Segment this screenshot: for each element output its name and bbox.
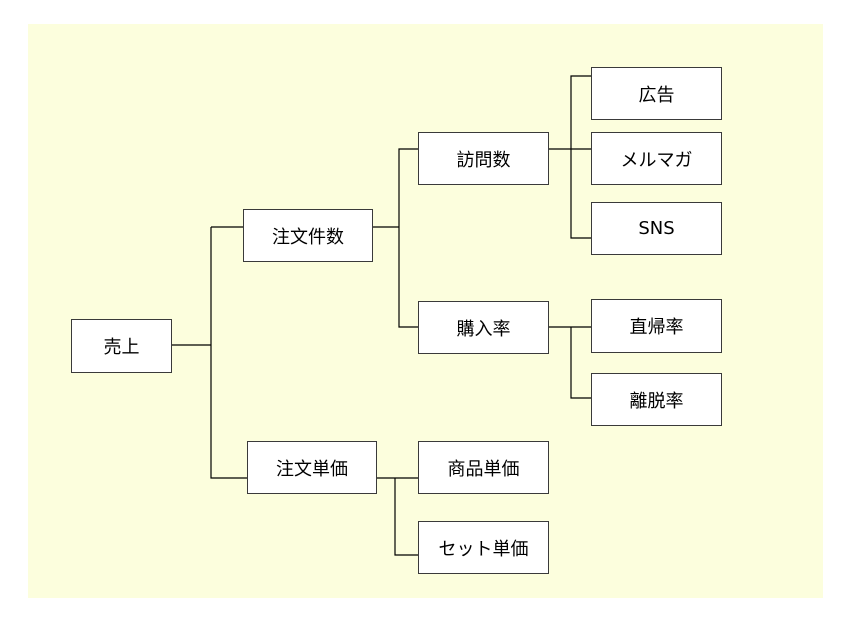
connector-orders (210, 227, 247, 479)
connector-rates (570, 327, 591, 399)
node-orders: 注文件数 (243, 209, 373, 262)
connector-prices (394, 478, 418, 556)
node-root: 売上 (71, 319, 172, 373)
connector-channels (570, 75, 591, 239)
node-set-price: セット単価 (418, 521, 549, 574)
node-ads: 広告 (591, 67, 722, 120)
node-visits: 訪問数 (418, 132, 549, 185)
node-conversion: 購入率 (418, 301, 549, 354)
node-unit-price: 注文単価 (247, 441, 377, 494)
node-direct-return: 直帰率 (591, 299, 722, 353)
connector-visits (398, 148, 418, 328)
node-bounce: 離脱率 (591, 373, 722, 426)
node-product-price: 商品単価 (418, 441, 549, 494)
node-newsletter: メルマガ (591, 132, 722, 185)
node-sns: SNS (591, 202, 722, 255)
